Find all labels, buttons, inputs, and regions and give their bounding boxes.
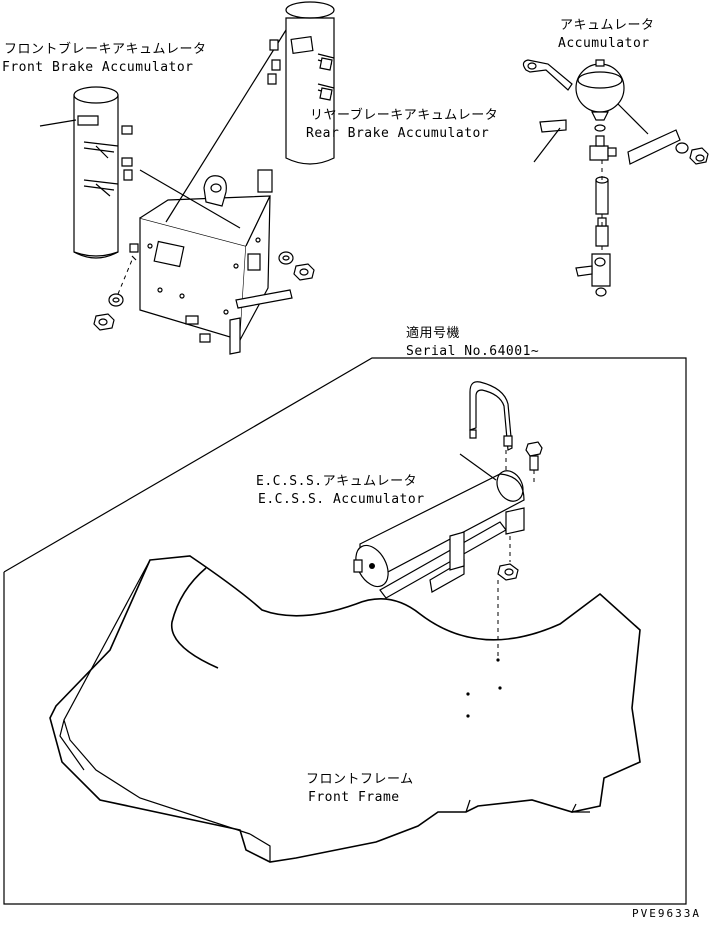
accumulator-label-jp: アキュムレータ xyxy=(560,18,655,33)
front-brake-accumulator-label-en: Front Brake Accumulator xyxy=(2,60,194,75)
serial-number-label: Serial No.64001~ xyxy=(406,344,540,359)
rear-brake-accumulator-label-jp: リヤーブレーキアキュムレータ xyxy=(310,108,499,123)
ecss-leader xyxy=(460,454,496,480)
ecss-accumulator-assembly xyxy=(349,382,542,598)
front-brake-to-bracket-line xyxy=(140,170,240,228)
drawing-code: PVE9633A xyxy=(632,907,701,920)
front-brake-leader xyxy=(40,120,76,126)
rear-brake-leader-diagonal xyxy=(166,30,286,222)
front-frame-label-jp: フロントフレーム xyxy=(306,772,414,787)
rear-brake-accumulator-cylinder xyxy=(268,2,334,164)
accumulator-label-en: Accumulator xyxy=(558,36,650,51)
applicable-serial-label-jp: 適用号機 xyxy=(406,326,461,341)
front-brake-accumulator-cylinder xyxy=(74,87,138,260)
mounting-bracket xyxy=(140,170,292,354)
ecss-accumulator-label-jp: E.C.S.S.アキュムレータ xyxy=(256,474,418,489)
rear-brake-accumulator-label-en: Rear Brake Accumulator xyxy=(306,126,490,141)
front-frame-label-en: Front Frame xyxy=(308,790,400,805)
accumulator-assembly xyxy=(523,60,708,296)
ecss-accumulator-label-en: E.C.S.S. Accumulator xyxy=(258,492,425,507)
bracket-hardware xyxy=(279,252,314,280)
front-frame-outline xyxy=(4,358,686,904)
front-brake-accumulator-label-jp: フロントブレーキアキュムレータ xyxy=(4,42,207,57)
front-brake-hardware xyxy=(94,260,132,330)
